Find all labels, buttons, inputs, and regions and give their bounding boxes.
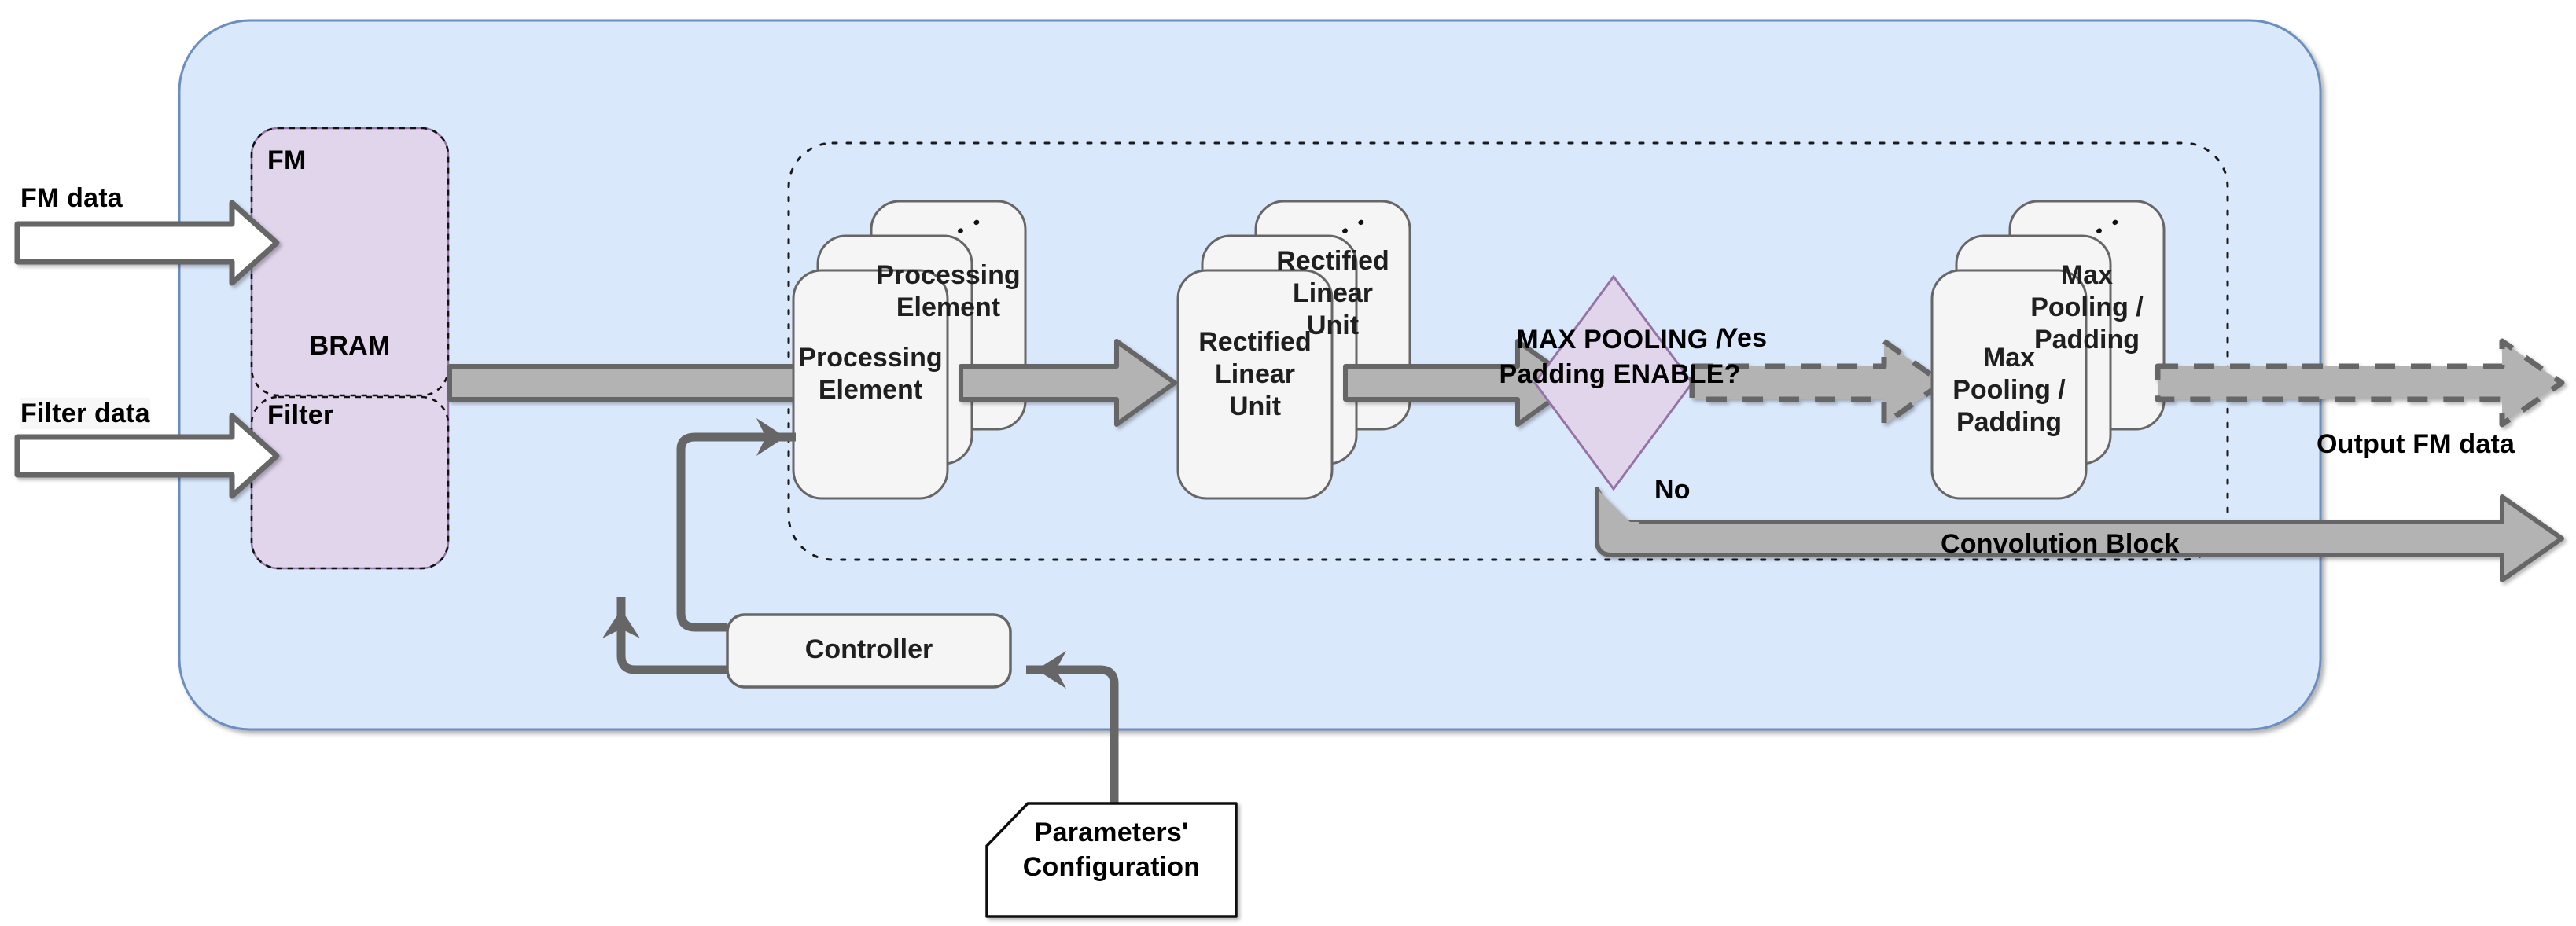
bram-block	[250, 127, 450, 570]
parameters-configuration-note	[985, 802, 1238, 918]
controller-box[interactable]	[726, 613, 1012, 689]
bram-filter-partition-label: Filter	[267, 400, 334, 430]
parameters-configuration-label: Parameters' Configuration	[1022, 818, 1201, 883]
rectified-linear-unit-label[interactable]: Rectified Linear Unit	[1198, 327, 1312, 421]
bram-label: BRAM	[309, 331, 391, 361]
rectified-linear-unit-stack	[1176, 200, 1411, 500]
fm-data-label: FM data	[20, 183, 123, 213]
filter-data-label: Filter data	[20, 398, 150, 430]
controller-to-pe-line	[676, 418, 796, 632]
rectified-linear-unit-back-label: Rectified Linear Unit	[1276, 246, 1389, 340]
max-pooling-decision-label: MAX POOLING / Padding ENABLE?	[1499, 325, 1741, 390]
decision-no-bypass-arrow	[1595, 487, 2564, 582]
decision-no-label: No	[1654, 475, 1691, 505]
controller-label[interactable]: Controller	[804, 634, 933, 664]
pool-to-output-dashed-arrow	[2155, 338, 2565, 428]
max-pooling-padding-stack	[1930, 200, 2166, 500]
processing-element-label[interactable]: Processing Element	[798, 343, 943, 405]
convolution-block-label: Convolution Block	[1941, 529, 2180, 559]
max-pooling-padding-label[interactable]: Max Pooling / Padding	[1952, 343, 2066, 437]
processing-element-back-label: Processing Element	[876, 260, 1021, 322]
fm-data-arrow	[14, 200, 280, 286]
decision-yes-label: Yes	[1720, 323, 1768, 353]
max-pooling-padding-back-label: Max Pooling / Padding	[2030, 260, 2144, 355]
bram-fm-partition-label: FM	[267, 145, 307, 175]
filter-data-arrow	[14, 413, 280, 499]
output-fm-data-label: Output FM data	[2317, 429, 2515, 459]
parameters-to-controller-line	[1026, 651, 1119, 803]
decision-yes-dashed-arrow	[1689, 338, 1945, 428]
pe-to-relu-arrow	[959, 339, 1177, 427]
controller-to-bram-line	[602, 597, 727, 674]
convolution-block-boundary	[787, 141, 2229, 561]
max-pooling-decision-diamond	[1533, 274, 1694, 491]
relu-to-decision-arrow	[1343, 339, 1578, 427]
